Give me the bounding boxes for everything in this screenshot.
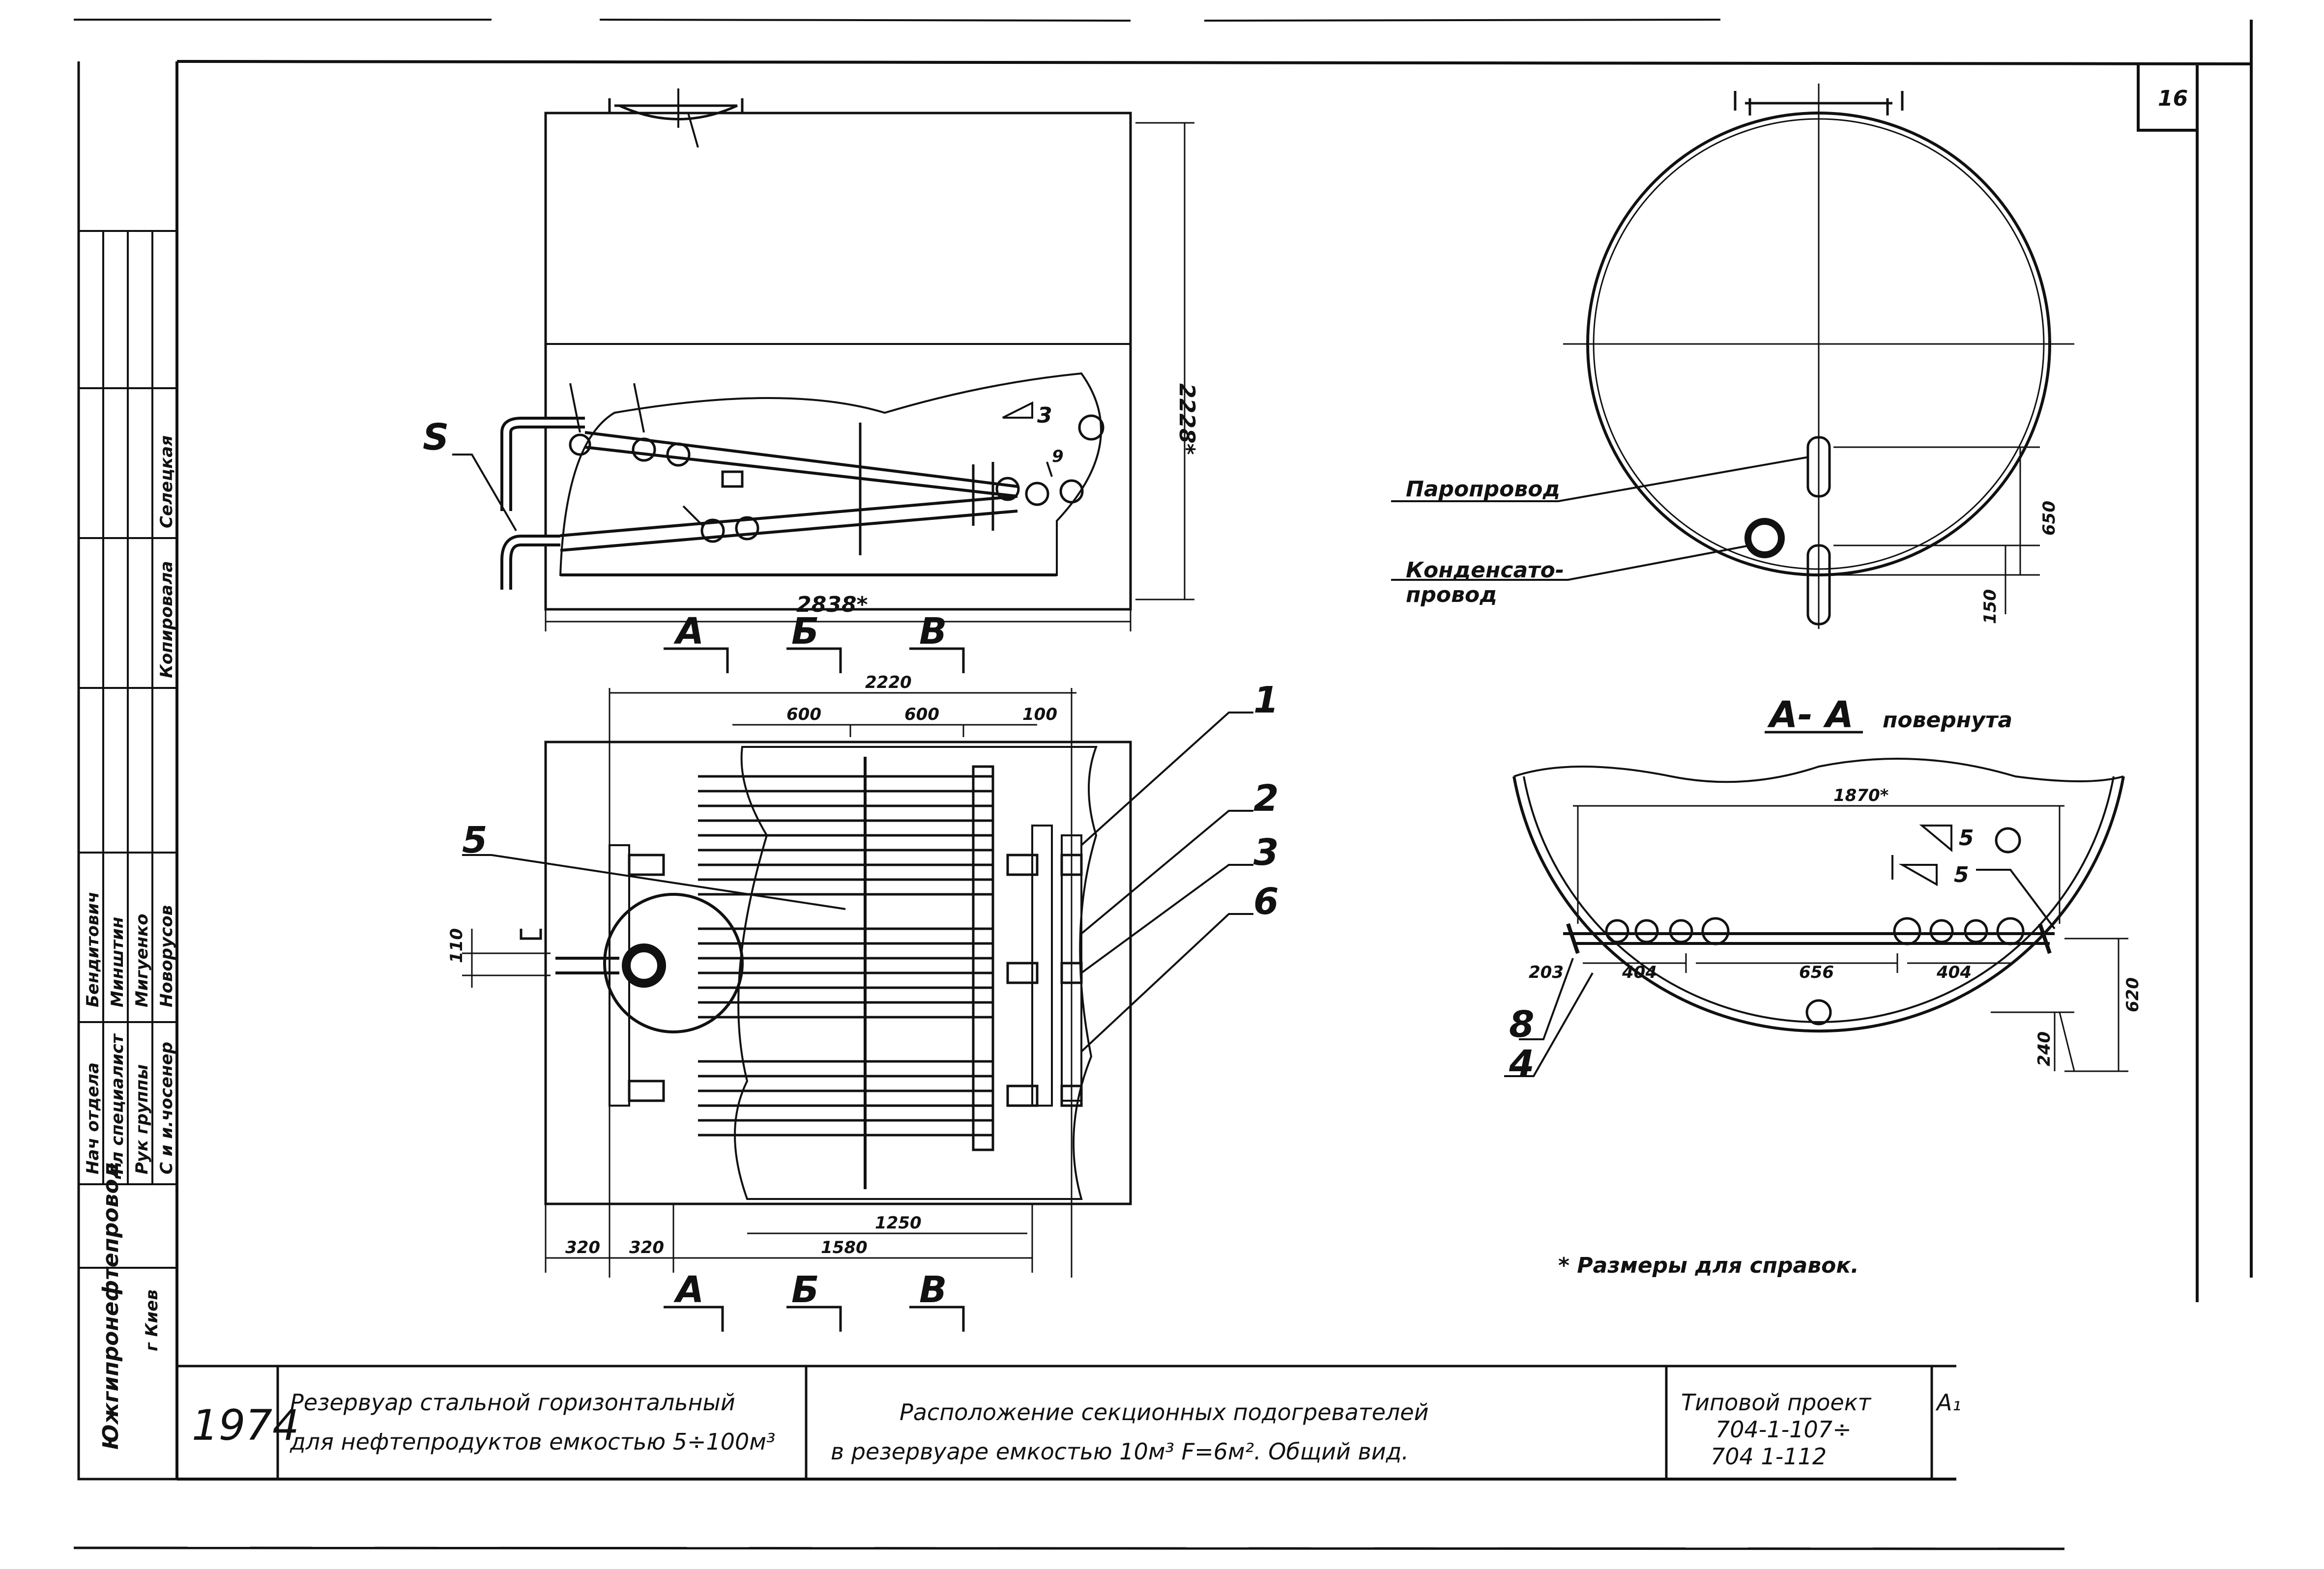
section-title: А- А bbox=[1767, 694, 1854, 736]
dim-section-1870: 1870* bbox=[1833, 786, 1889, 805]
dim-plan-600b: 600 bbox=[904, 705, 939, 724]
section-marker-A-top: А bbox=[673, 610, 704, 653]
dim-section-404b: 404 bbox=[1936, 963, 1972, 982]
approval-name-2: Минштин bbox=[108, 917, 127, 1007]
callout-4: 4 bbox=[1509, 1043, 1535, 1085]
section-marker-A-bottom: А bbox=[673, 1269, 704, 1311]
scan-edge-top bbox=[74, 19, 1721, 22]
callout-S: S bbox=[423, 416, 449, 458]
callout-1: 1 bbox=[1253, 679, 1279, 721]
side-org-name: Южгипронефтепровод bbox=[98, 1162, 123, 1450]
section-aa bbox=[1504, 731, 2128, 1077]
section-markers-bottom bbox=[664, 1306, 965, 1332]
dim-plan-1580: 1580 bbox=[821, 1238, 868, 1257]
callout-5: 5 bbox=[462, 819, 488, 861]
format-code: А₁ bbox=[1935, 1389, 1961, 1416]
dim-circle-150: 150 bbox=[1980, 589, 2000, 624]
scan-edge-bottom bbox=[73, 1546, 2065, 1550]
section-marker-B-bottom: Б bbox=[791, 1269, 819, 1311]
approval-role-1: Нач отдела bbox=[83, 1062, 103, 1174]
end-view bbox=[1391, 84, 2074, 629]
approval-role-4: С и и.чосенер bbox=[157, 1042, 176, 1174]
callout-2: 2 bbox=[1253, 777, 1279, 820]
section-marker-V-top: В bbox=[919, 610, 947, 653]
approval-role-3: Рук группы bbox=[132, 1064, 152, 1174]
section-marker-V-bottom: В bbox=[919, 1269, 947, 1311]
section-subtitle: повернута bbox=[1883, 708, 2012, 733]
dim-plan-100: 100 bbox=[1022, 705, 1057, 724]
dim-section-656: 656 bbox=[1799, 963, 1834, 982]
left-outer-border bbox=[77, 61, 177, 1481]
title-block bbox=[175, 1365, 1956, 1479]
type-project-line2: 704-1-107÷ bbox=[1715, 1416, 1852, 1443]
callout-6: 6 bbox=[1253, 881, 1279, 923]
dim-circle-650: 650 bbox=[2039, 501, 2059, 536]
label-condensate-2: провод bbox=[1406, 582, 1497, 607]
sheet-number-box bbox=[2137, 64, 2197, 132]
approval-name-4: Новорусов bbox=[157, 905, 176, 1007]
project-title-line1: Резервуар стальной горизонтальный bbox=[290, 1389, 735, 1416]
weld-5b: 5 bbox=[1954, 862, 1969, 887]
dim-plan-1250: 1250 bbox=[875, 1213, 922, 1233]
project-title-line2: для нефтепродуктов емкостью 5÷100м³ bbox=[290, 1428, 775, 1455]
label-steam-pipe: Паропровод bbox=[1406, 477, 1560, 502]
sheet-title-line1: Расположение секционных подогревателей bbox=[900, 1399, 1429, 1426]
dim-section-203: 203 bbox=[1529, 963, 1564, 982]
section-marker-B-top: Б bbox=[791, 610, 819, 653]
sheet-title-line2: в резервуаре емкостью 10м³ F=6м². Общий … bbox=[831, 1438, 1409, 1465]
side-city: г Киев bbox=[142, 1289, 162, 1351]
weld-5a: 5 bbox=[1959, 826, 1974, 851]
weld-3: 3 bbox=[1037, 403, 1052, 428]
type-project-line1: Типовой проект bbox=[1681, 1389, 1871, 1416]
callout-8: 8 bbox=[1509, 1003, 1535, 1046]
title-year: 1974 bbox=[192, 1401, 299, 1450]
sheet-number: 16 bbox=[2158, 86, 2188, 111]
label-condensate-1: Конденсато- bbox=[1406, 558, 1564, 583]
dim-plan-2220: 2220 bbox=[865, 673, 912, 692]
dim-section-240: 240 bbox=[2034, 1031, 2054, 1066]
approval-name-3: Мигуенко bbox=[132, 913, 152, 1007]
dim-plan-110: 110 bbox=[447, 928, 466, 963]
dim-section-404a: 404 bbox=[1622, 963, 1657, 982]
callout-9: 9 bbox=[1052, 447, 1064, 466]
dim-front-length: 2838* bbox=[796, 592, 868, 617]
dim-plan-320b: 320 bbox=[629, 1238, 664, 1257]
front-view bbox=[452, 88, 1194, 631]
approval-role-2: Гл специалист bbox=[108, 1033, 127, 1174]
callout-3: 3 bbox=[1253, 831, 1279, 874]
strip-label-copied: Копировала bbox=[157, 561, 176, 678]
dim-front-height: 2228* bbox=[1174, 383, 1199, 455]
section-markers-top bbox=[664, 647, 965, 673]
approval-strip bbox=[79, 230, 178, 1479]
dim-plan-320a: 320 bbox=[565, 1238, 600, 1257]
approval-name-1: Бендитович bbox=[83, 892, 103, 1008]
strip-label-name: Селецкая bbox=[157, 435, 176, 528]
dim-plan-600a: 600 bbox=[786, 705, 821, 724]
footnote: * Размеры для справок. bbox=[1558, 1253, 1859, 1278]
dim-section-620: 620 bbox=[2123, 977, 2143, 1012]
plan-view bbox=[462, 688, 1253, 1278]
type-project-line3: 704 1-112 bbox=[1711, 1443, 1827, 1470]
main-frame bbox=[175, 20, 2253, 1481]
